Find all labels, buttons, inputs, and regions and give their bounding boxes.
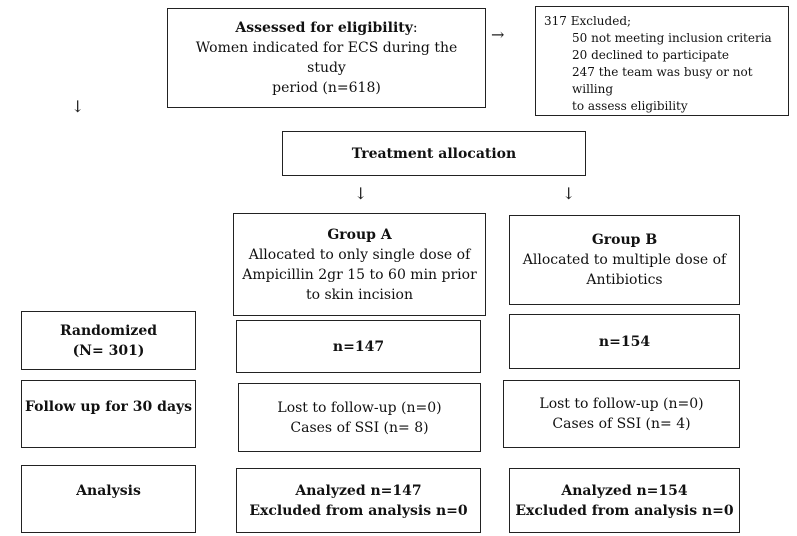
follow-up-box: Follow up for 30 days bbox=[21, 380, 196, 448]
eligibility-title-suffix: : bbox=[412, 20, 418, 36]
group-b-count: n=154 bbox=[598, 333, 651, 350]
group-a-ssi-cases: Cases of SSI (n= 8) bbox=[290, 419, 429, 436]
group-a-count-box: n=147 bbox=[236, 320, 481, 373]
group-b-line: Allocated to multiple dose of bbox=[522, 252, 727, 268]
excluded-title: 317 Excluded; bbox=[544, 14, 632, 28]
group-a-line: Allocated to only single dose of bbox=[248, 246, 471, 263]
right-arrow-icon: → bbox=[491, 25, 505, 44]
group-b-line: Antibiotics bbox=[586, 272, 663, 288]
excluded-item: 247 the team was busy or not willing bbox=[572, 65, 753, 96]
analysis-label: Analysis bbox=[76, 483, 141, 499]
group-b-excluded-from-analysis: Excluded from analysis n=0 bbox=[515, 502, 734, 519]
down-arrow-icon: ↓ bbox=[71, 97, 85, 116]
group-a-excluded-from-analysis: Excluded from analysis n=0 bbox=[249, 502, 468, 519]
group-a-analyzed: Analyzed n=147 bbox=[295, 482, 422, 499]
analysis-box: Analysis bbox=[21, 465, 196, 533]
group-b-count-box: n=154 bbox=[509, 314, 740, 369]
group-a-line: Ampicillin 2gr 15 to 60 min prior bbox=[242, 266, 477, 283]
excluded-item: to assess eligibility bbox=[572, 99, 688, 113]
eligibility-title-text: Assessed for eligibility bbox=[235, 20, 413, 36]
group-a-box: Group A Allocated to only single dose of… bbox=[233, 213, 486, 316]
group-b-lost-to-follow-up: Lost to follow-up (n=0) bbox=[539, 396, 704, 412]
group-b-analysis-box: Analyzed n=154 Excluded from analysis n=… bbox=[509, 468, 740, 533]
group-b-title: Group B bbox=[591, 232, 658, 248]
randomized-box: Randomized (N= 301) bbox=[21, 311, 196, 370]
down-arrow-icon: ↓ bbox=[562, 184, 576, 203]
excluded-item: 20 declined to participate bbox=[572, 48, 730, 62]
eligibility-box: Assessed for eligibility: Women indicate… bbox=[167, 8, 486, 108]
randomized-label: Randomized bbox=[59, 322, 158, 339]
group-a-lost-to-follow-up: Lost to follow-up (n=0) bbox=[277, 399, 442, 416]
follow-up-label: Follow up for 30 days bbox=[24, 399, 193, 415]
group-b-ssi-cases: Cases of SSI (n= 4) bbox=[552, 416, 691, 432]
randomized-count: (N= 301) bbox=[72, 342, 145, 359]
treatment-allocation-title: Treatment allocation bbox=[351, 145, 517, 162]
group-a-analysis-box: Analyzed n=147 Excluded from analysis n=… bbox=[236, 468, 481, 533]
group-b-follow-up-box: Lost to follow-up (n=0) Cases of SSI (n=… bbox=[503, 380, 740, 448]
group-a-title: Group A bbox=[327, 226, 392, 243]
group-a-line: to skin incision bbox=[305, 286, 414, 303]
group-a-follow-up-box: Lost to follow-up (n=0) Cases of SSI (n=… bbox=[238, 383, 481, 452]
excluded-item: 50 not meeting inclusion criteria bbox=[572, 31, 772, 45]
group-b-analyzed: Analyzed n=154 bbox=[561, 482, 688, 499]
excluded-box: 317 Excluded; 50 not meeting inclusion c… bbox=[535, 6, 789, 116]
treatment-allocation-box: Treatment allocation bbox=[282, 131, 586, 176]
group-a-count: n=147 bbox=[332, 338, 385, 355]
down-arrow-icon: ↓ bbox=[354, 184, 368, 203]
eligibility-line-1: Women indicated for ECS during the study bbox=[195, 40, 458, 76]
group-b-box: Group B Allocated to multiple dose of An… bbox=[509, 215, 740, 305]
eligibility-line-2: period (n=618) bbox=[272, 80, 381, 96]
eligibility-title: Assessed for eligibility: bbox=[235, 18, 417, 38]
